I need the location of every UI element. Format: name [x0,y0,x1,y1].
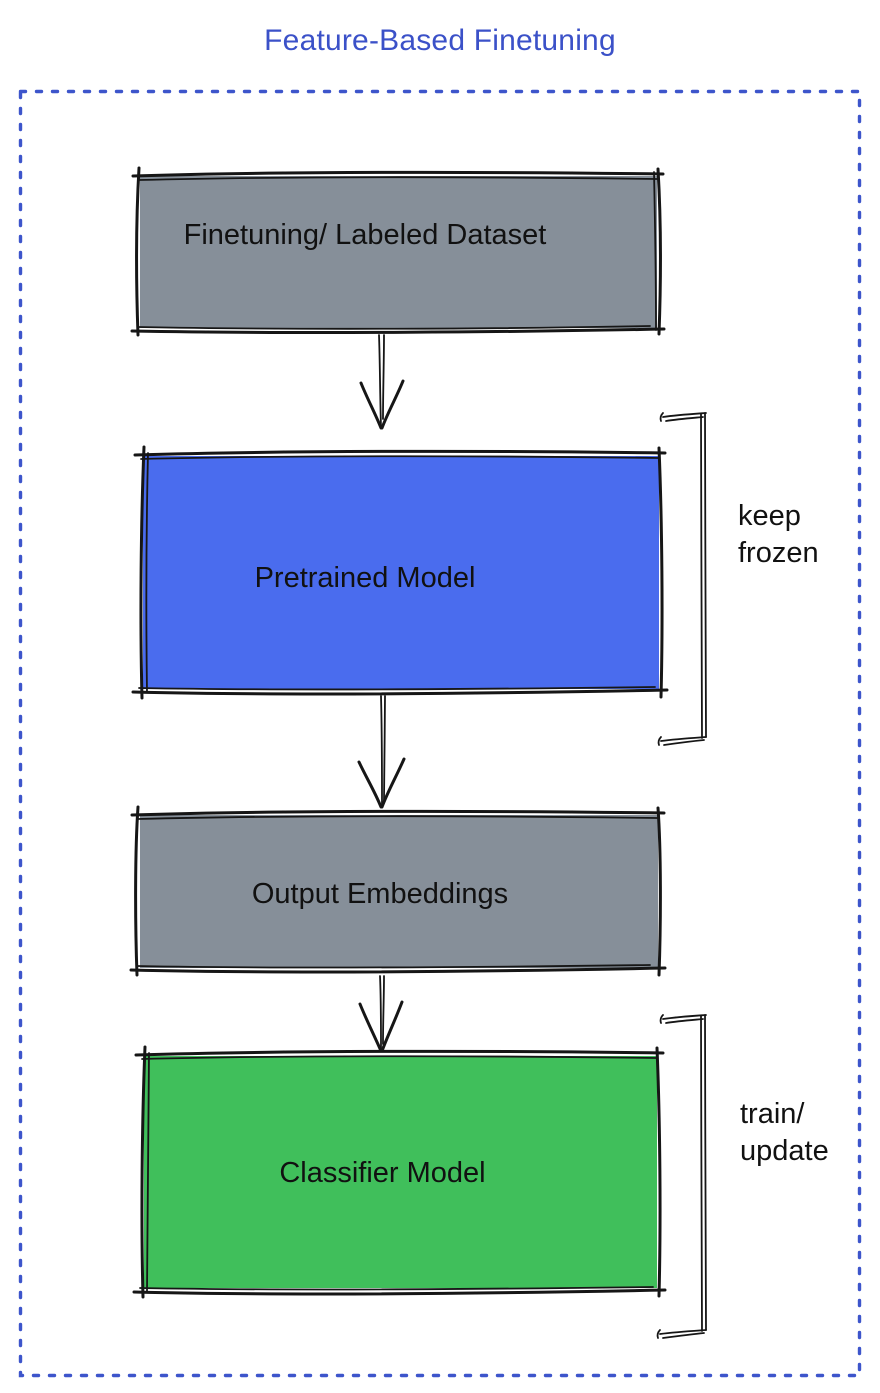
node-box-classifier-model [132,1045,667,1299]
node-label-output-embeddings: Output Embeddings [251,878,509,910]
annotation-keep-frozen-line2: frozen [738,537,819,569]
node-label-classifier-model: Classifier Model [279,1157,486,1189]
annotation-keep-frozen: keep frozen [738,498,819,572]
node-box-pretrained-model [131,445,669,700]
flow-arrow-1 [359,334,405,430]
diagram-title: Feature-Based Finetuning [264,24,616,57]
annotation-train-update: train/ update [740,1096,829,1170]
node-label-finetuning-dataset: Finetuning/ Labeled Dataset [183,219,547,251]
dashed-frame [18,89,862,1378]
annotation-keep-frozen-line1: keep [738,500,801,532]
annotation-train-update-line1: train/ [740,1098,805,1130]
annotation-train-update-line2: update [740,1135,829,1167]
node-label-pretrained-model: Pretrained Model [254,562,476,594]
flow-arrow-2 [357,695,406,809]
keep-frozen-bracket [657,412,707,746]
train-update-bracket [656,1014,707,1339]
node-box-output-embeddings [129,805,667,977]
flow-arrow-3 [358,975,404,1053]
node-box-finetuning-dataset [130,166,666,337]
